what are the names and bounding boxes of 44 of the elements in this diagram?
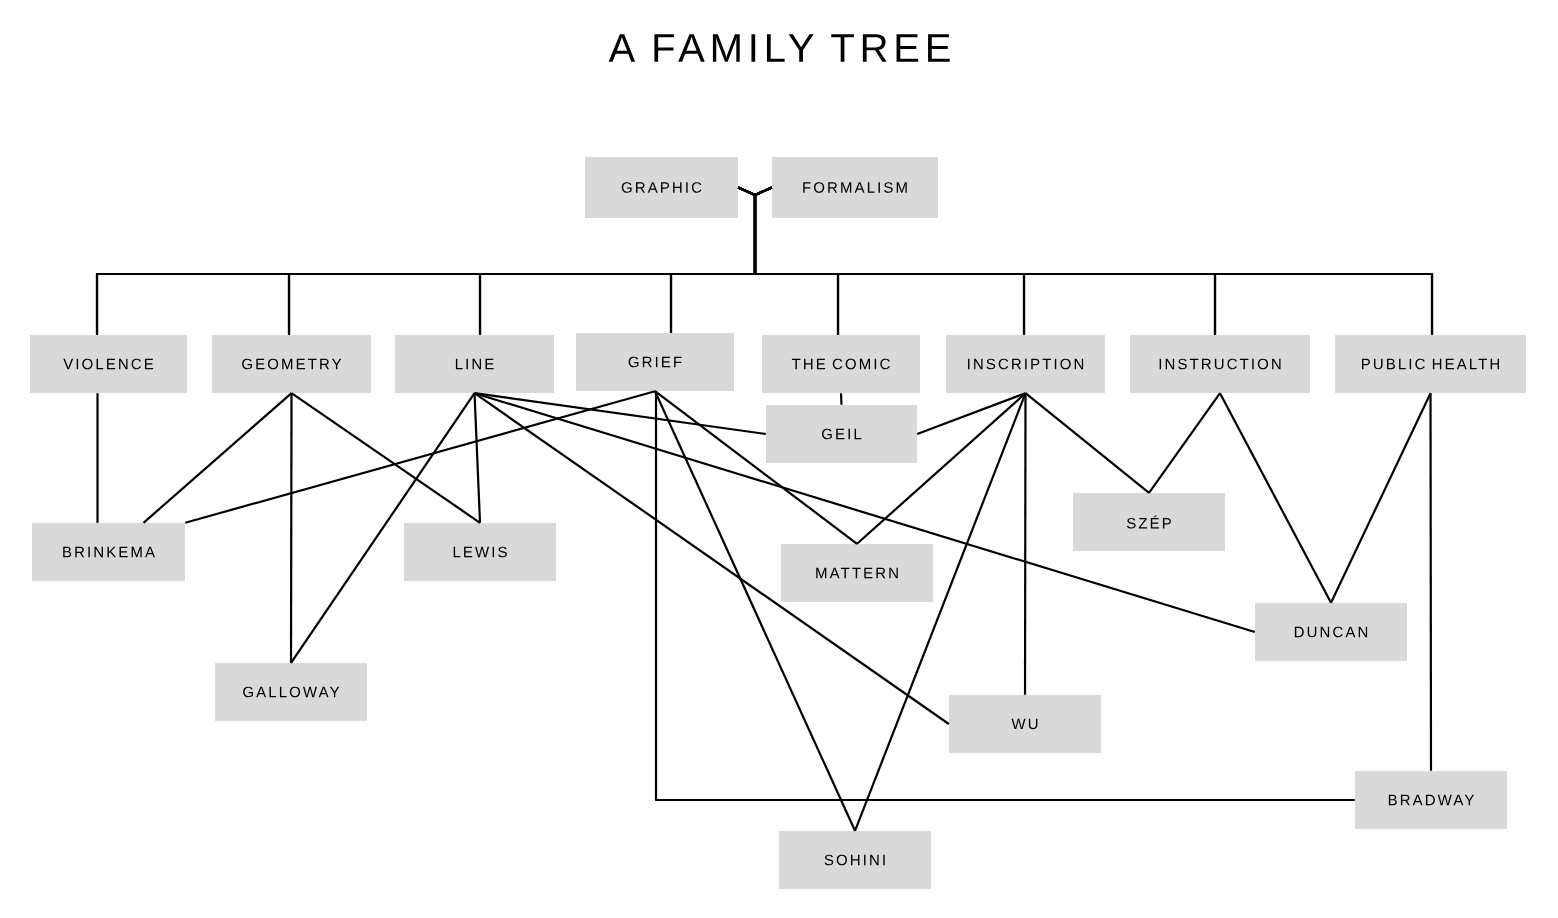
name-box: GRIEF [576, 333, 734, 391]
connector-line [473, 392, 950, 725]
title: A FAMILY TREE [608, 34, 950, 62]
connector-line [1024, 392, 1150, 494]
name-box: LEWIS [404, 523, 556, 581]
name-box: DUNCAN [1255, 603, 1407, 661]
connector-line [142, 392, 293, 524]
name-box: GEIL [766, 405, 917, 463]
connector-line [1429, 393, 1433, 771]
name-box: INSTRUCTION [1130, 335, 1310, 393]
name-box: GRAPHIC [585, 157, 738, 218]
name-box: BRADWAY [1355, 771, 1507, 829]
connector-line [289, 393, 293, 663]
name-box: LINE [395, 335, 554, 393]
name-box: PUBLIC HEALTH [1335, 335, 1526, 393]
name-box: SZÉP [1073, 493, 1225, 551]
connector-line [96, 393, 99, 523]
connector-line [184, 390, 656, 524]
name-box: BRINKEMA [32, 523, 185, 581]
name-box: FORMALISM [772, 157, 938, 218]
name-box: SOHINI [779, 831, 931, 889]
connector-line [1148, 392, 1221, 494]
connector-line [1219, 392, 1332, 604]
connector-line [856, 392, 1027, 545]
name-box: THE COMIC [762, 335, 920, 393]
name-box: MATTERN [781, 544, 933, 602]
name-box: INSCRIPTION [946, 335, 1105, 393]
connector-line [474, 392, 766, 436]
connector-line [290, 392, 481, 524]
connector-line [654, 390, 856, 832]
name-box: GEOMETRY [212, 335, 371, 393]
connector-line [290, 392, 476, 664]
name-box: WU [949, 695, 1101, 753]
connector-line [1330, 392, 1432, 604]
connector-line [916, 392, 1026, 436]
connector-line [854, 392, 1027, 832]
name-box: GALLOWAY [215, 663, 367, 721]
connector-line [839, 393, 843, 405]
connector-line [474, 392, 1256, 634]
connector-line [654, 390, 858, 545]
name-box: VIOLENCE [30, 335, 187, 393]
connector-line [654, 391, 1355, 802]
connector-line [1023, 393, 1027, 695]
connector-line [473, 393, 482, 523]
